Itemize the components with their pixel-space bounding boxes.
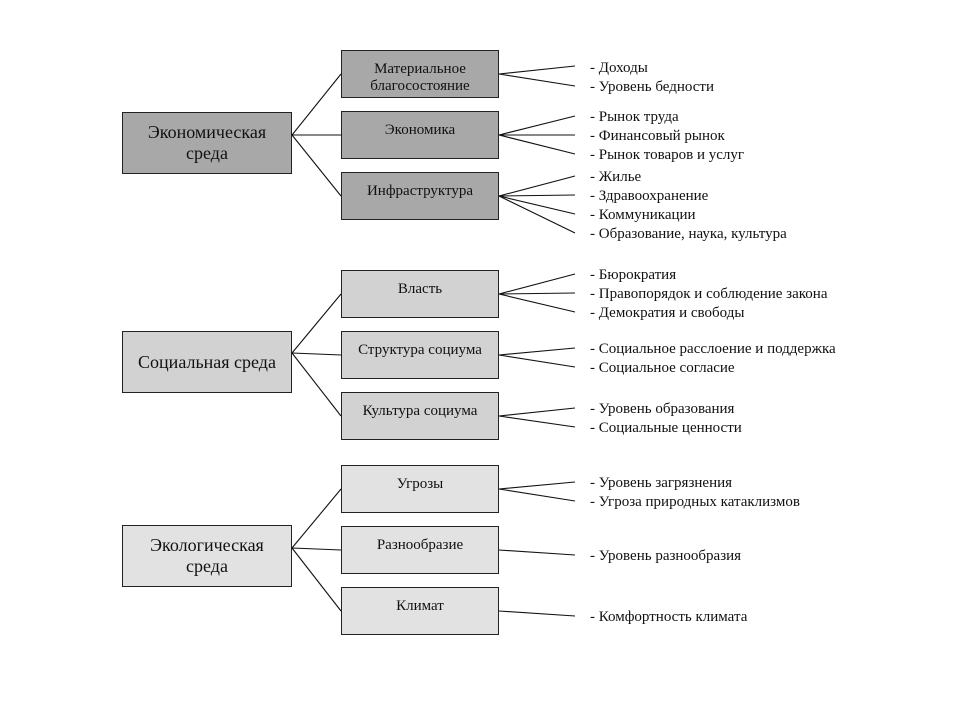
item-communications: - Коммуникации: [590, 207, 696, 223]
sub-material-wellbeing-label: Материальное благосостояние: [370, 61, 470, 95]
item-incomes: - Доходы: [590, 60, 648, 76]
connector-group1-sub2: [291, 352, 342, 417]
connector-sub0-2-item1: [498, 194, 576, 197]
connector-group2-sub1: [291, 547, 342, 551]
connector-sub1-0-item2: [498, 293, 576, 313]
connector-group2-sub2: [291, 547, 342, 612]
sub-threats-label: Угрозы: [396, 476, 444, 492]
sub-climate-label: Климат: [396, 598, 444, 614]
item-pollution-level: - Уровень загрязнения: [590, 475, 733, 491]
item-education-level: - Уровень образования: [590, 401, 735, 417]
sub-society-structure-label: Структура социума: [358, 342, 482, 358]
sub-threats: Угрозы: [341, 465, 499, 513]
sub-society-culture-label: Культура социума: [362, 403, 478, 419]
sub-material-wellbeing: Материальное благосостояние: [341, 50, 499, 98]
connector-sub1-0-item0: [498, 273, 576, 295]
connector-sub0-0-item0: [498, 65, 576, 75]
connector-sub0-0-item1: [498, 73, 576, 87]
item-goods-market: - Рынок товаров и услуг: [590, 147, 745, 163]
connector-sub1-1-item1: [498, 354, 576, 368]
sub-infrastructure: Инфраструктура: [341, 172, 499, 220]
item-healthcare: - Здравоохранение: [590, 188, 709, 204]
connector-sub0-2-item3: [498, 195, 576, 234]
item-housing: - Жилье: [590, 169, 642, 185]
item-natural-disasters: - Угроза природных катаклизмов: [590, 494, 800, 510]
item-social-consent: - Социальное согласие: [590, 360, 735, 376]
connector-group1-sub1: [291, 352, 342, 356]
connector-sub1-1-item0: [498, 347, 576, 356]
connector-sub0-1-item2: [498, 134, 576, 155]
connector-group0-sub2: [291, 134, 342, 197]
item-law-and-order: - Правопорядок и соблюдение закона: [590, 286, 828, 302]
connector-sub2-1-item0: [498, 549, 576, 556]
connector-sub1-0-item1: [498, 292, 576, 295]
item-education-science-culture: - Образование, наука, культура: [590, 226, 787, 242]
group-social-label: Социальная среда: [138, 351, 276, 372]
connector-group0-sub0: [291, 73, 342, 136]
sub-infrastructure-label: Инфраструктура: [366, 183, 474, 199]
connector-sub1-2-item0: [498, 407, 576, 417]
group-economic-label: Экономическая среда: [147, 122, 267, 163]
connector-sub2-0-item1: [498, 488, 576, 502]
group-ecological-label: Экологическая среда: [150, 535, 264, 576]
item-diversity-level: - Уровень разнообразия: [590, 548, 742, 564]
item-labor-market: - Рынок труда: [590, 109, 679, 125]
sub-diversity-label: Разнообразие: [376, 537, 464, 553]
item-democracy-freedoms: - Демократия и свободы: [590, 305, 745, 321]
sub-economy: Экономика: [341, 111, 499, 159]
sub-diversity: Разнообразие: [341, 526, 499, 574]
connector-sub1-2-item1: [498, 415, 576, 428]
connector-group1-sub0: [291, 293, 342, 354]
item-social-values: - Социальные ценности: [590, 420, 742, 436]
sub-power-label: Власть: [397, 281, 443, 297]
sub-society-culture: Культура социума: [341, 392, 499, 440]
connector-sub2-2-item0: [498, 610, 576, 617]
item-poverty-level: - Уровень бедности: [590, 79, 714, 95]
connector-group2-sub0: [291, 488, 342, 549]
connector-sub0-1-item0: [498, 115, 576, 136]
item-climate-comfort: - Комфортность климата: [590, 609, 748, 625]
group-economic: Экономическая среда: [122, 112, 292, 174]
group-ecological: Экологическая среда: [122, 525, 292, 587]
item-social-stratification: - Социальное расслоение и поддержка: [590, 341, 836, 357]
sub-power: Власть: [341, 270, 499, 318]
item-financial-market: - Финансовый рынок: [590, 128, 725, 144]
group-social: Социальная среда: [122, 331, 292, 393]
sub-climate: Климат: [341, 587, 499, 635]
connector-sub2-0-item0: [498, 481, 576, 490]
sub-society-structure: Структура социума: [341, 331, 499, 379]
sub-economy-label: Экономика: [384, 122, 456, 138]
connector-sub0-2-item2: [498, 195, 576, 215]
item-bureaucracy: - Бюрократия: [590, 267, 677, 283]
connector-sub0-2-item0: [498, 175, 576, 197]
